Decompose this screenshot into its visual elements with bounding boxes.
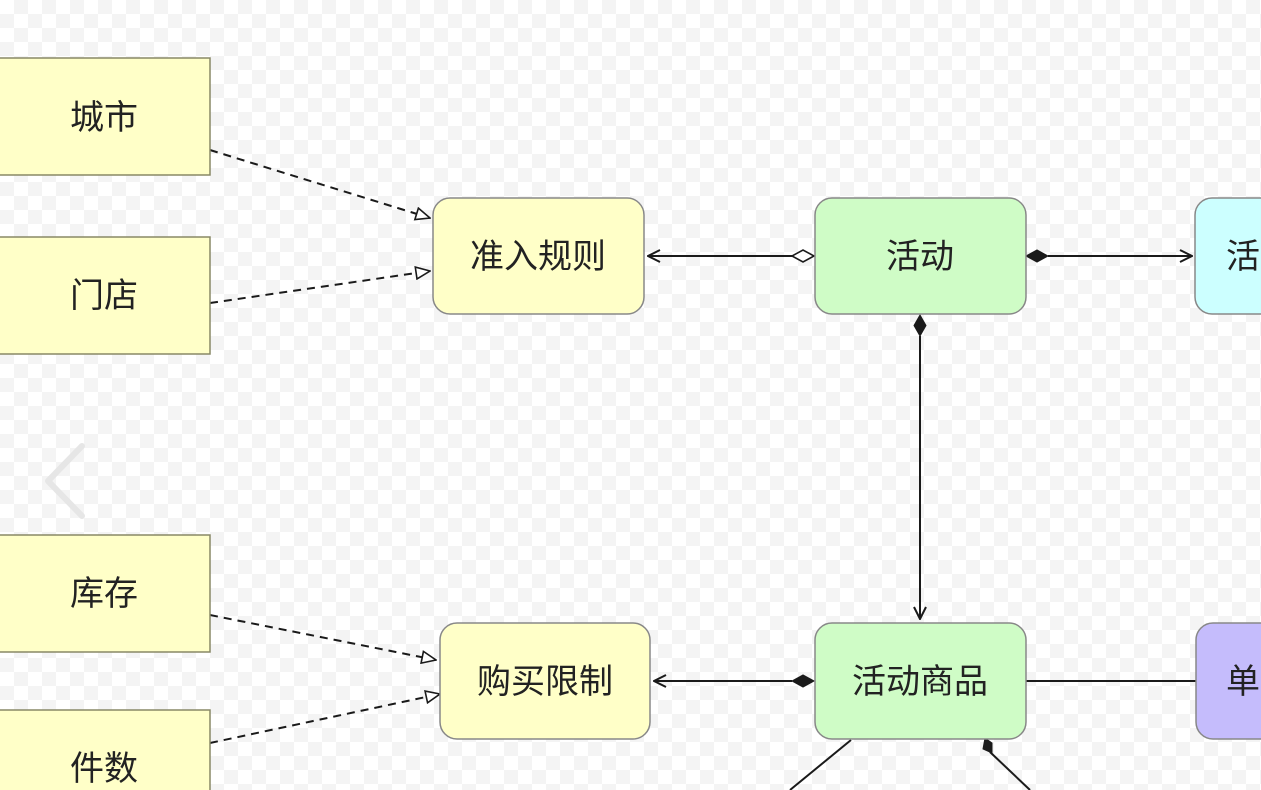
- edges: [209, 149, 1196, 790]
- filled-diamond-marker: [790, 674, 816, 688]
- node-label: 单: [1226, 662, 1260, 702]
- node-label: 准入规则: [470, 237, 606, 277]
- node-city[interactable]: 城市: [0, 57, 211, 176]
- node-count[interactable]: 件数: [0, 709, 211, 790]
- edge-store-to-entry-rule: [209, 271, 430, 304]
- node-activity[interactable]: 活动: [814, 197, 1027, 315]
- node-label: 活动商品: [852, 662, 988, 702]
- node-activity-partial[interactable]: 活: [1194, 197, 1261, 315]
- node-purchase-limit[interactable]: 购买限制: [439, 622, 651, 740]
- node-activity-goods[interactable]: 活动商品: [814, 622, 1027, 740]
- edge-activity-goods-down-left: [789, 739, 852, 790]
- edge-activity-goods-down-right: [989, 751, 1031, 790]
- node-label: 库存: [70, 574, 138, 614]
- edge-stock-to-purchase-limit: [209, 614, 436, 660]
- hollow-diamond-marker: [790, 249, 816, 263]
- node-label: 购买限制: [477, 662, 613, 702]
- node-label: 活: [1226, 237, 1260, 277]
- filled-diamond-marker: [1024, 249, 1050, 263]
- node-label: 城市: [70, 98, 138, 138]
- node-entry-rule[interactable]: 准入规则: [432, 197, 645, 315]
- node-label: 件数: [70, 749, 138, 789]
- filled-diamond-marker: [982, 737, 993, 754]
- chevron-left-icon[interactable]: [45, 443, 85, 519]
- node-store[interactable]: 门店: [0, 236, 211, 355]
- edge-count-to-purchase-limit: [209, 694, 440, 744]
- edge-city-to-entry-rule: [209, 149, 430, 218]
- filled-diamond-marker: [913, 313, 927, 338]
- node-label: 活动: [886, 237, 954, 277]
- node-label: 门店: [70, 276, 138, 316]
- node-stock[interactable]: 库存: [0, 534, 211, 653]
- node-single-partial[interactable]: 单: [1195, 622, 1261, 740]
